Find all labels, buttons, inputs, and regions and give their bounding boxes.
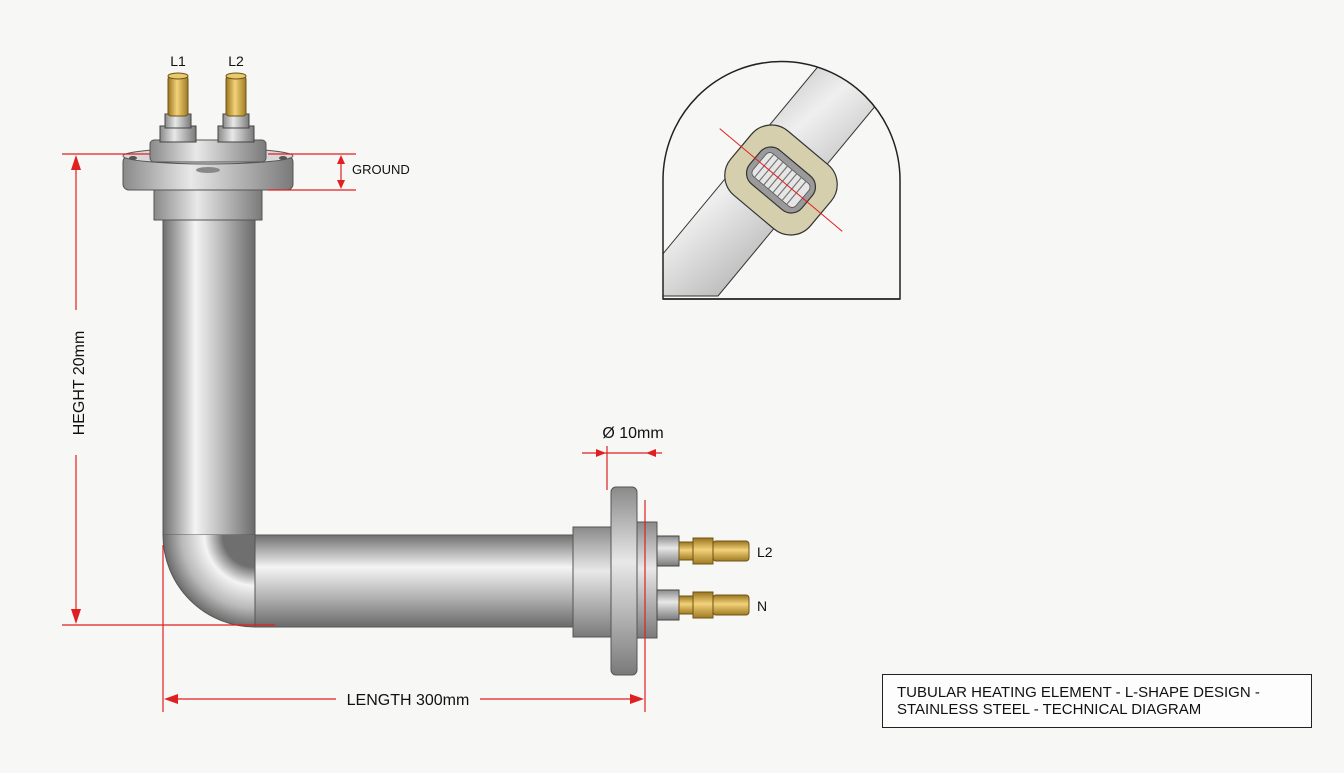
right-collar <box>572 526 612 638</box>
caption-line-2: STAINLESS STEEL - TECHNICAL DIAGRAM <box>897 701 1202 718</box>
height-arrow-top <box>71 155 81 170</box>
diameter-label: Ø 10mm <box>602 425 663 442</box>
top-l2-label: L2 <box>228 53 244 69</box>
top-terminal-l2 <box>217 72 255 143</box>
top-collar <box>153 189 263 221</box>
coil-axis-line <box>719 128 843 232</box>
right-flange-plate <box>610 486 638 676</box>
labels: L1 L2 GROUND HEGHT 20mm Ø 10mm L2 N LENG… <box>71 53 773 709</box>
right-l2-label: L2 <box>757 544 773 560</box>
top-l1-label: L1 <box>170 53 186 69</box>
detail-frame <box>662 60 901 300</box>
tube <box>162 217 576 628</box>
height-arrow-bottom <box>71 609 81 624</box>
ground-label: GROUND <box>352 162 410 177</box>
right-flange <box>572 486 750 676</box>
top-boss <box>149 139 267 163</box>
right-terminal-n <box>656 589 750 621</box>
length-label: LENGTH 300mm <box>347 692 470 709</box>
vertical-tube-section <box>162 217 256 536</box>
height-label: HEGHT 20mm <box>71 331 88 436</box>
tube-bend <box>163 535 255 627</box>
cross-section-detail <box>662 60 901 300</box>
top-flange <box>122 72 294 221</box>
caption-line-1: TUBULAR HEATING ELEMENT - L-SHAPE DESIGN… <box>897 684 1260 701</box>
top-terminal-l1 <box>159 72 197 143</box>
dimension-lines <box>62 153 662 712</box>
caption-box: TUBULAR HEATING ELEMENT - L-SHAPE DESIGN… <box>882 674 1312 728</box>
right-terminal-l2 <box>656 535 750 567</box>
right-boss <box>636 521 658 639</box>
right-n-label: N <box>757 598 767 614</box>
horizontal-tube-section <box>254 534 576 628</box>
